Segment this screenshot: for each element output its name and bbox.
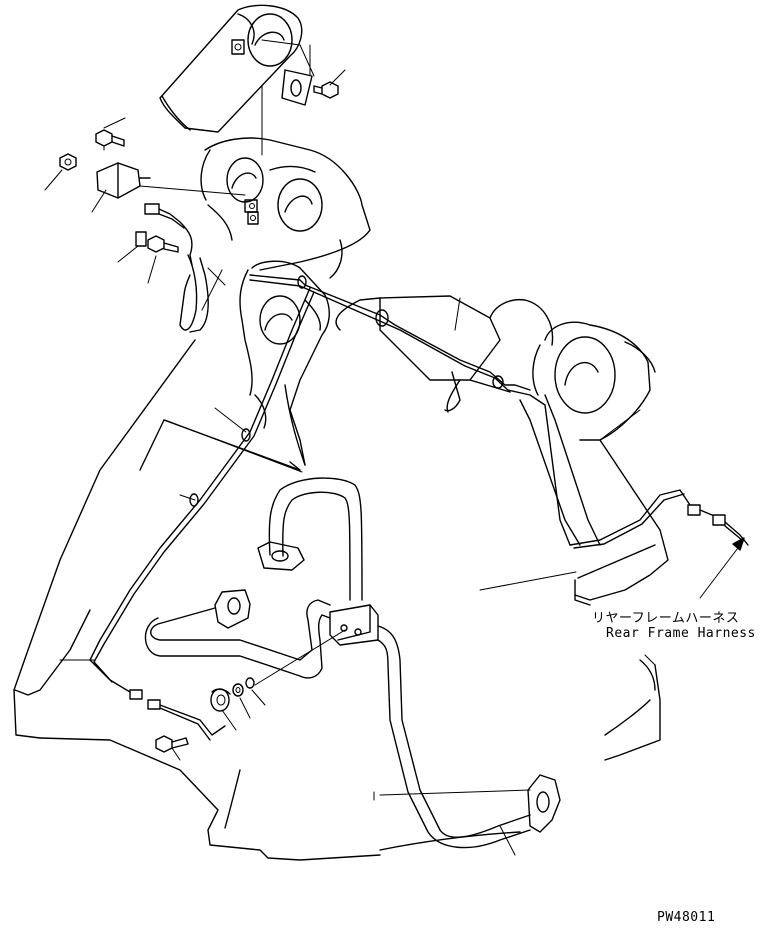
rear-frame-harness-label-jp: リヤーフレームハーネス	[592, 611, 740, 626]
boom-extension	[335, 295, 554, 412]
rear-pivot	[519, 321, 669, 606]
drawing-code: PW48011	[657, 910, 716, 925]
upper-arm	[159, 4, 371, 279]
leader-lines	[44, 39, 745, 856]
rear-frame-harness-label-en: Rear Frame Harness	[606, 626, 756, 641]
switch-assembly	[96, 39, 313, 266]
tubes	[144, 477, 561, 849]
hardware	[59, 81, 726, 753]
harness-wires	[89, 254, 749, 741]
rear-frame	[13, 339, 661, 861]
